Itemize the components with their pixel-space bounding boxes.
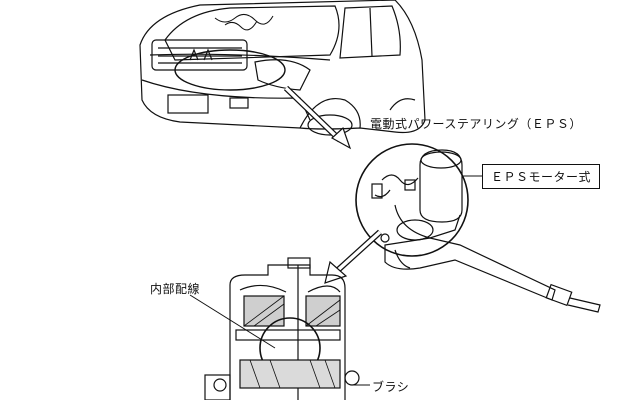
arrow-car-to-eps [283,85,352,150]
motor-cross-section [189,257,370,400]
eps-motor-label: ＥＰＳモーター式 [482,164,601,189]
eps-title-label: 電動式パワーステアリング（ＥＰＳ） [370,117,582,131]
car-illustration [139,0,426,136]
brush-label: ブラシ [372,380,410,394]
eps-unit-illustration [355,143,601,313]
internal-wiring-label: 内部配線 [150,282,201,296]
